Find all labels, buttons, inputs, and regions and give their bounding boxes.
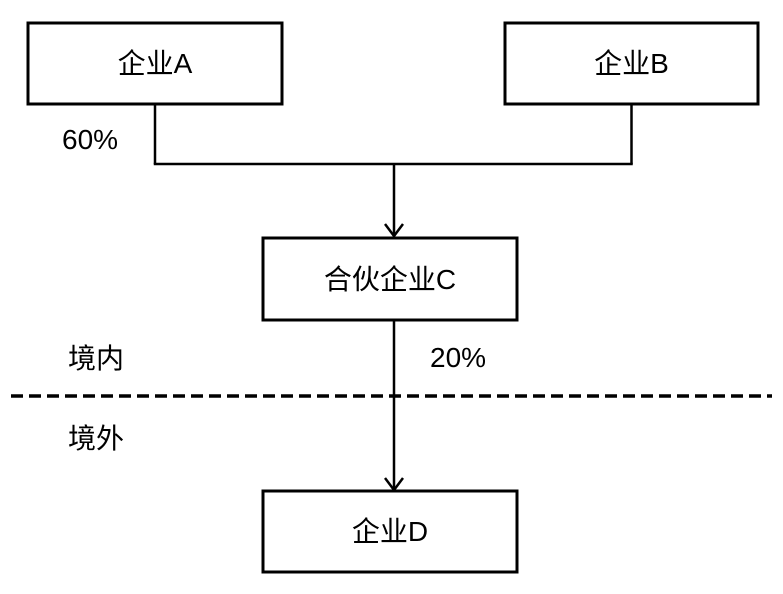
node-company-a-label: 企业A xyxy=(118,48,193,79)
node-company-b xyxy=(503,21,760,106)
node-partnership-c-label: 合伙企业C xyxy=(324,264,456,295)
ownership-label-60: 60% xyxy=(62,124,118,155)
node-company-d xyxy=(261,489,519,574)
region-label-domestic: 境内 xyxy=(68,343,124,374)
node-partnership-c xyxy=(261,236,519,322)
node-company-a xyxy=(26,21,284,106)
arrowhead-to-partnership-c xyxy=(384,223,404,239)
node-company-d-label: 企业D xyxy=(352,516,428,547)
region-label-overseas: 境外 xyxy=(68,423,124,454)
ownership-label-20: 20% xyxy=(430,342,486,373)
node-company-b-label: 企业B xyxy=(594,48,669,79)
